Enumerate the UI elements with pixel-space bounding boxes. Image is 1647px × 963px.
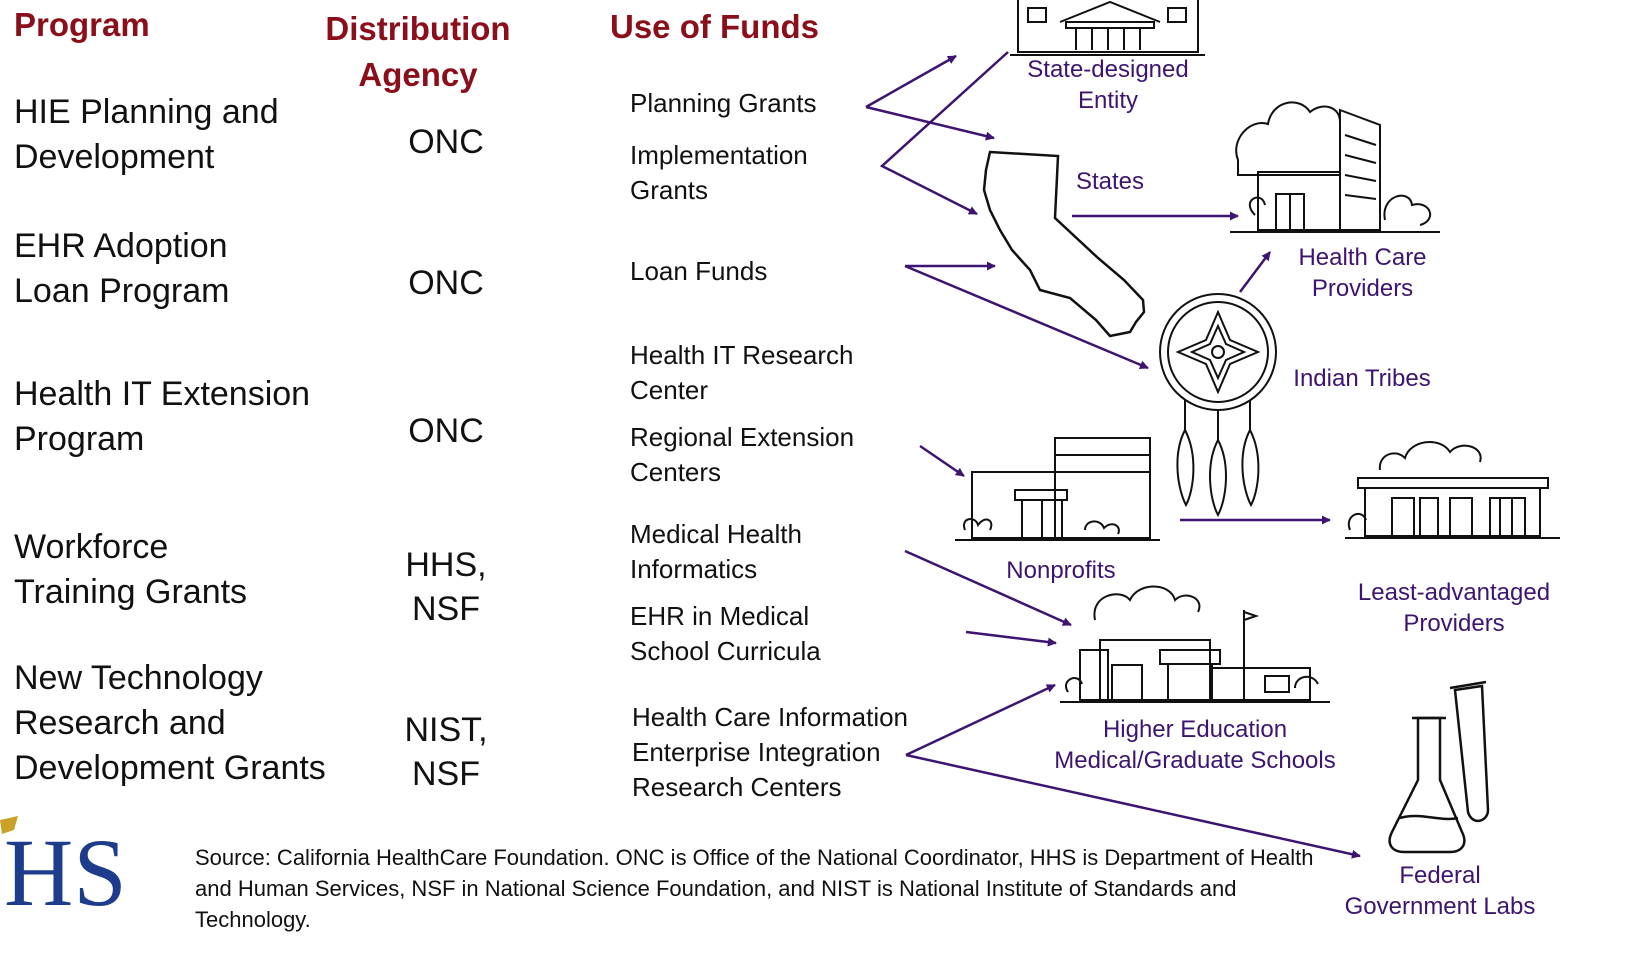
recipient-federal-labs: Federal Government Labs: [1344, 862, 1536, 920]
recipient-least-advantaged: Least-advantaged Providers: [1357, 579, 1551, 637]
program-workforce-training: Workforce Training Grants: [14, 528, 248, 611]
hhs-logo: HS: [0, 816, 127, 926]
fund-health-it-research-center: Health IT Research Center: [630, 340, 854, 405]
fund-medical-health-informatics: Medical Health Informatics: [630, 519, 802, 584]
recipient-health-care-providers: Health Care Providers: [1298, 244, 1427, 302]
recipient-states: States: [1075, 168, 1145, 195]
fund-planning-grants: Planning Grants: [630, 88, 817, 118]
hospital-building-icon: [1230, 102, 1440, 232]
fund-implementation-grants: Implementation Grants: [630, 140, 808, 205]
program-health-it-extension: Health IT Extension Program: [14, 375, 311, 458]
test-tubes-icon: [1390, 682, 1488, 852]
header-program: Program: [14, 6, 150, 43]
recipient-nonprofits: Nonprofits: [1006, 557, 1116, 584]
capitol-building-icon: [1010, 0, 1205, 55]
fund-ehr-medical-school: EHR in Medical School Curricula: [630, 601, 821, 666]
agency-workforce: HHS, NSF: [405, 546, 487, 628]
header-use-of-funds: Use of Funds: [610, 8, 820, 45]
agency-new-technology: NIST, NSF: [404, 711, 488, 793]
fund-loan-funds: Loan Funds: [630, 256, 768, 286]
agency-extension: ONC: [408, 412, 484, 450]
clinic-building-icon: [1345, 442, 1560, 538]
dreamcatcher-icon: [1160, 294, 1276, 515]
source-note: Source: California HealthCare Foundation…: [195, 845, 1314, 932]
recipient-higher-education: Higher Education Medical/Graduate School…: [1054, 716, 1336, 774]
program-hie-planning: HIE Planning and Development: [14, 93, 279, 176]
fund-regional-extension-centers: Regional Extension Centers: [630, 422, 855, 487]
program-new-technology-rd: New Technology Research and Development …: [14, 659, 326, 787]
agency-ehr-loan: ONC: [408, 264, 484, 302]
recipient-indian-tribes: Indian Tribes: [1293, 365, 1431, 392]
program-ehr-adoption-loan: EHR Adoption Loan Program: [14, 227, 230, 310]
hhs-logo-letters: HS: [4, 819, 127, 926]
header-distribution-agency: Distribution Agency: [325, 10, 511, 93]
recipient-state-entity: State-designed Entity: [1027, 56, 1189, 114]
fund-hc-info-enterprise: Health Care Information Enterprise Integ…: [632, 702, 909, 802]
agency-hie: ONC: [408, 123, 484, 161]
nonprofit-building-icon: [955, 438, 1160, 540]
flow-arrows: [866, 52, 1361, 859]
california-map-icon: [984, 152, 1144, 336]
university-building-icon: [1060, 587, 1330, 703]
